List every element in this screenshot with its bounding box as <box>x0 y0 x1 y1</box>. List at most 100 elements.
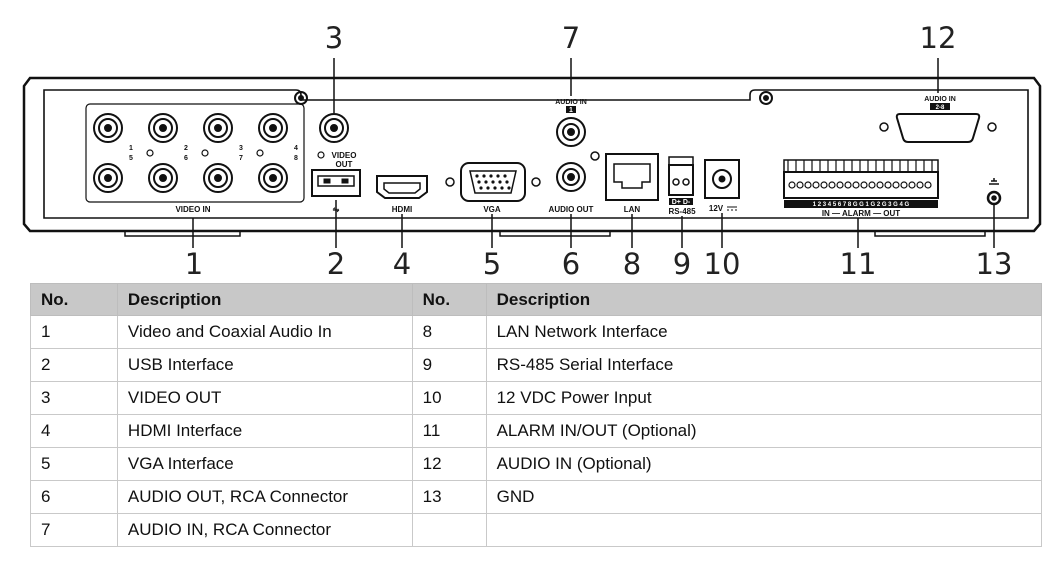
callout-number: 9 <box>673 247 691 281</box>
table-cell: USB Interface <box>116 348 413 382</box>
power-jack <box>704 159 740 199</box>
video-in-bnc-group <box>85 103 305 203</box>
channel-num: 4 <box>294 145 298 152</box>
vga-port <box>445 162 541 202</box>
column-header-no: No. <box>30 283 118 316</box>
callout-number: 11 <box>840 247 877 281</box>
channel-num: 5 <box>129 155 133 162</box>
callout-number: 4 <box>393 247 411 281</box>
vga-label: VGA <box>483 205 501 214</box>
channel-num: 6 <box>184 155 188 162</box>
table-row: 2 USB Interface 9 RS-485 Serial Interfac… <box>30 348 1043 382</box>
alarm-terminal-block <box>783 159 939 199</box>
column-header-description: Description <box>116 283 413 316</box>
audio-in-dsub-num: 2-8 <box>936 105 945 111</box>
table-cell: 10 <box>411 381 487 415</box>
table-header-row: No. Description No. Description <box>30 283 1043 316</box>
table-cell: 11 <box>411 414 487 448</box>
channel-num: 1 <box>129 145 133 152</box>
callout-number: 10 <box>704 247 741 281</box>
usb-port <box>311 169 361 197</box>
callout-leader-lines <box>192 58 995 248</box>
audio-in-dsub-port <box>879 113 997 143</box>
column-header-description: Description <box>485 283 1043 316</box>
callout-number: 6 <box>562 247 580 281</box>
alarm-pin-numbers: 1 2 3 4 5 6 7 8 G G 1 G 2 G 3 G 4 G <box>813 202 910 208</box>
table-row: 7 AUDIO IN, RCA Connector <box>30 513 1043 547</box>
audio-in-badge <box>566 106 576 113</box>
dc-symbol-icon <box>727 206 737 211</box>
chassis <box>22 76 1042 237</box>
audio-in-label: AUDIO IN <box>555 99 587 106</box>
table-row: 1 Video and Coaxial Audio In 8 LAN Netwo… <box>30 315 1043 349</box>
table-cell: 13 <box>411 480 487 514</box>
callout-number: 1 <box>185 247 203 281</box>
callout-number: 3 <box>325 21 343 55</box>
screw-icon <box>294 91 773 105</box>
table-cell: 7 <box>30 513 118 547</box>
callout-number: 7 <box>562 21 580 55</box>
rs485-pin-badge <box>669 198 693 205</box>
table-cell: VGA Interface <box>116 447 413 481</box>
lan-label: LAN <box>624 205 641 214</box>
rs485-pins: D+ D- <box>672 199 691 206</box>
channel-num: 8 <box>294 155 298 162</box>
hdmi-label: HDMI <box>392 205 412 214</box>
audio-out-rca <box>556 151 600 192</box>
table-row: 6 AUDIO OUT, RCA Connector 13 GND <box>30 480 1043 514</box>
table-cell: 1 <box>30 315 118 349</box>
power-label: 12V <box>709 204 724 213</box>
ground-icon <box>986 178 1002 206</box>
table-row: 5 VGA Interface 12 AUDIO IN (Optional) <box>30 447 1043 481</box>
callout-number: 5 <box>483 247 501 281</box>
audio-in-num: 1 <box>569 107 573 114</box>
table-row: 3 VIDEO OUT 10 12 VDC Power Input <box>30 381 1043 415</box>
table-cell: ALARM IN/OUT (Optional) <box>485 414 1043 448</box>
audio-in-dsub-badge <box>930 103 950 110</box>
table-cell: HDMI Interface <box>116 414 413 448</box>
audio-in-dsub-label: AUDIO IN <box>924 96 956 103</box>
table-cell: 6 <box>30 480 118 514</box>
table-cell <box>485 513 1043 547</box>
table-cell: AUDIO IN (Optional) <box>485 447 1043 481</box>
port-description-table: No. Description No. Description 1 Video … <box>30 283 1043 547</box>
table-cell: 3 <box>30 381 118 415</box>
channel-number-labels: 1 2 3 4 5 6 7 8 <box>129 145 298 162</box>
audio-out-label: AUDIO OUT <box>549 205 594 214</box>
video-out-label: VIDEO <box>332 151 357 160</box>
table-cell: 5 <box>30 447 118 481</box>
table-cell: 8 <box>411 315 487 349</box>
callout-number: 2 <box>327 247 345 281</box>
lan-port <box>605 153 659 201</box>
table-cell: LAN Network Interface <box>485 315 1043 349</box>
channel-num: 2 <box>184 145 188 152</box>
audio-in-rca <box>556 117 586 147</box>
alarm-label: IN — ALARM — OUT <box>822 209 900 218</box>
video-in-label: VIDEO IN <box>175 205 210 214</box>
table-cell: AUDIO IN, RCA Connector <box>116 513 413 547</box>
table-cell: 12 VDC Power Input <box>485 381 1043 415</box>
video-out-label: OUT <box>336 160 353 169</box>
alarm-number-strip <box>784 200 938 208</box>
callout-number: 8 <box>623 247 641 281</box>
table-cell: Video and Coaxial Audio In <box>116 315 413 349</box>
channel-num: 3 <box>239 145 243 152</box>
table-cell: 4 <box>30 414 118 448</box>
table-cell: VIDEO OUT <box>116 381 413 415</box>
table-cell: RS-485 Serial Interface <box>485 348 1043 382</box>
table-cell: GND <box>485 480 1043 514</box>
table-cell: 2 <box>30 348 118 382</box>
rear-panel-diagram: 1 2 3 4 5 6 7 8 VIDEO IN VIDEO OUT ⇋ HDM… <box>22 21 1042 281</box>
channel-num: 7 <box>239 155 243 162</box>
rs485-label: RS-485 <box>668 207 696 216</box>
table-row: 4 HDMI Interface 11 ALARM IN/OUT (Option… <box>30 414 1043 448</box>
callout-number: 12 <box>920 21 957 55</box>
video-out-bnc <box>317 113 349 159</box>
rs485-port <box>668 156 694 196</box>
hdmi-port <box>376 175 428 199</box>
table-cell: 9 <box>411 348 487 382</box>
column-header-no: No. <box>411 283 487 316</box>
table-cell <box>411 513 487 547</box>
table-cell: 12 <box>411 447 487 481</box>
table-cell: AUDIO OUT, RCA Connector <box>116 480 413 514</box>
